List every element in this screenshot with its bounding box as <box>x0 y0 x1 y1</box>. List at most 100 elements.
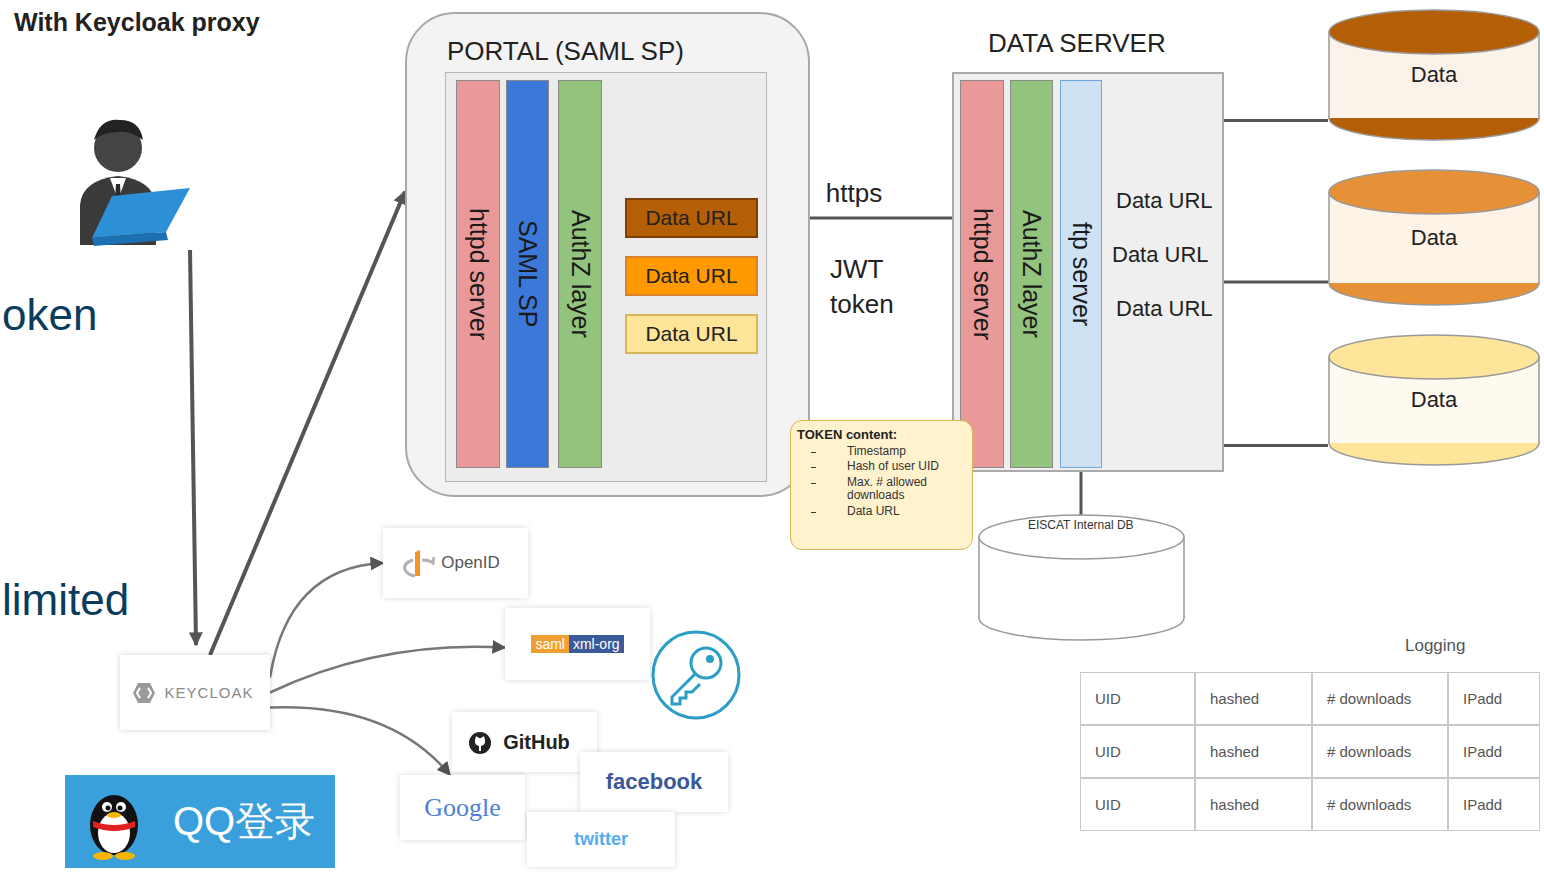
node-label: KEYCLOAK <box>165 684 254 701</box>
token-callout: TOKEN content: TimestampHash of user UID M… <box>790 420 973 550</box>
authz-layer: AuthZ layer <box>558 80 602 468</box>
data-url-box: Data URL <box>625 314 758 354</box>
annotation: JWT token <box>830 252 920 322</box>
table-text: # downloads <box>1327 690 1411 707</box>
table-title: Logging <box>1405 636 1466 656</box>
table-cell: IPadd <box>1448 778 1540 831</box>
callout-item: Hash of user UID <box>797 460 966 473</box>
callout-heading: TOKEN content: <box>797 427 966 442</box>
layer-label: httpd server <box>968 208 997 340</box>
callout-item: Timestamp <box>797 445 966 458</box>
saml-logo: samlxml-org <box>505 608 650 680</box>
connector <box>1080 468 1083 515</box>
layer-label: AuthZ layer <box>566 210 595 338</box>
node-label: saml <box>531 635 569 653</box>
annotation: Data URL <box>1116 296 1213 322</box>
node-label: Google <box>424 793 501 823</box>
keycloak-logo: KEYCLOAK <box>120 655 270 730</box>
connector <box>1224 119 1328 122</box>
layer-label: AuthZ layer <box>1017 210 1046 338</box>
layer-label: httpd server <box>464 208 493 340</box>
twitter-logo: twitter <box>527 812 675 867</box>
annotation: Data URL <box>1112 242 1209 268</box>
table-text: UID <box>1095 690 1121 707</box>
table-cell: hashed <box>1195 778 1312 831</box>
httpd-layer: httpd server <box>456 80 500 468</box>
connector <box>270 647 505 693</box>
annotation: Data URL <box>1116 188 1213 214</box>
google-logo: Google <box>400 775 525 840</box>
table-cell: # downloads <box>1312 778 1448 831</box>
node-label: Data URL <box>645 322 737 346</box>
logo-icon <box>468 731 492 755</box>
table-text: hashed <box>1210 743 1259 760</box>
internal-db-cylinder: EISCAT Internal DB <box>978 515 1185 640</box>
data-url-box: Data URL <box>625 256 758 296</box>
table-cell: IPadd <box>1448 672 1540 725</box>
connector <box>270 707 450 775</box>
node-label: GitHub <box>503 731 570 754</box>
table-cell: UID <box>1080 672 1195 725</box>
table-cell: # downloads <box>1312 672 1448 725</box>
callout-item: Max. # allowed downloads <box>797 476 966 503</box>
connector <box>1224 444 1328 447</box>
github-logo: GitHub <box>452 712 597 772</box>
callout-item: Data URL <box>797 505 966 518</box>
connector <box>1224 281 1328 284</box>
portal-box: PORTAL (SAML SP) httpd server SAML SP AuthZ… <box>405 12 810 497</box>
saml-sp-layer: SAML SP <box>506 80 549 468</box>
node-label: Data <box>1411 225 1457 251</box>
node-label: Data URL <box>645 264 737 288</box>
node-label: twitter <box>574 829 628 850</box>
node-label: OpenID <box>441 553 500 573</box>
logo-icon <box>132 681 156 705</box>
node-label: DATA SERVER <box>988 28 1166 59</box>
table-cell: UID <box>1080 725 1195 778</box>
table-cell: UID <box>1080 778 1195 831</box>
node-label: PORTAL (SAML SP) <box>447 36 684 67</box>
node-sublabel: xml-org <box>569 635 624 653</box>
facebook-logo: facebook <box>580 752 728 812</box>
table-cell: hashed <box>1195 672 1312 725</box>
node-label: Data <box>1411 62 1457 88</box>
data-cylinder: Data <box>1328 170 1540 305</box>
table-cell: # downloads <box>1312 725 1448 778</box>
table-text: IPadd <box>1463 743 1502 760</box>
table-cell: hashed <box>1195 725 1312 778</box>
table-text: IPadd <box>1463 690 1502 707</box>
table-text: # downloads <box>1327 796 1411 813</box>
connector <box>270 563 383 678</box>
logo-icon <box>401 548 435 578</box>
layer-label: ftp server <box>1067 222 1096 326</box>
table-text: IPadd <box>1463 796 1502 813</box>
table-text: # downloads <box>1327 743 1411 760</box>
slide-text: oken <box>2 290 97 340</box>
table-text: hashed <box>1210 796 1259 813</box>
node-label: facebook <box>606 769 703 795</box>
node-label: EISCAT Internal DB <box>1028 519 1138 533</box>
openid-logo: OpenID <box>383 528 528 598</box>
logo-icon <box>79 783 149 861</box>
data-cylinder: Data <box>1328 335 1540 465</box>
diagram-title: With Keycloak proxy <box>14 8 260 37</box>
data-server-box: DATA SERVERhttpd serverAuthZ layerftp se… <box>952 72 1224 472</box>
authz-layer: AuthZ layer <box>1010 80 1053 468</box>
data-cylinder: Data <box>1328 10 1540 140</box>
user-icon <box>80 120 190 246</box>
cylinder-shape <box>978 515 1185 640</box>
qq-login-button: QQ登录 <box>65 775 335 868</box>
key-icon <box>653 632 739 718</box>
slide-text: limited <box>2 575 129 625</box>
layer-label: SAML SP <box>513 220 542 327</box>
httpd-layer: httpd server <box>960 80 1004 468</box>
ftp-layer: ftp server <box>1060 80 1102 468</box>
table-text: UID <box>1095 796 1121 813</box>
edge-label: https <box>824 178 884 209</box>
node-label: Data <box>1411 387 1457 413</box>
table-text: UID <box>1095 743 1121 760</box>
node-label: Data URL <box>645 206 737 230</box>
data-url-box: Data URL <box>625 198 758 238</box>
node-label: QQ登录 <box>173 794 315 849</box>
user-arrow <box>190 250 196 645</box>
table-text: hashed <box>1210 690 1259 707</box>
